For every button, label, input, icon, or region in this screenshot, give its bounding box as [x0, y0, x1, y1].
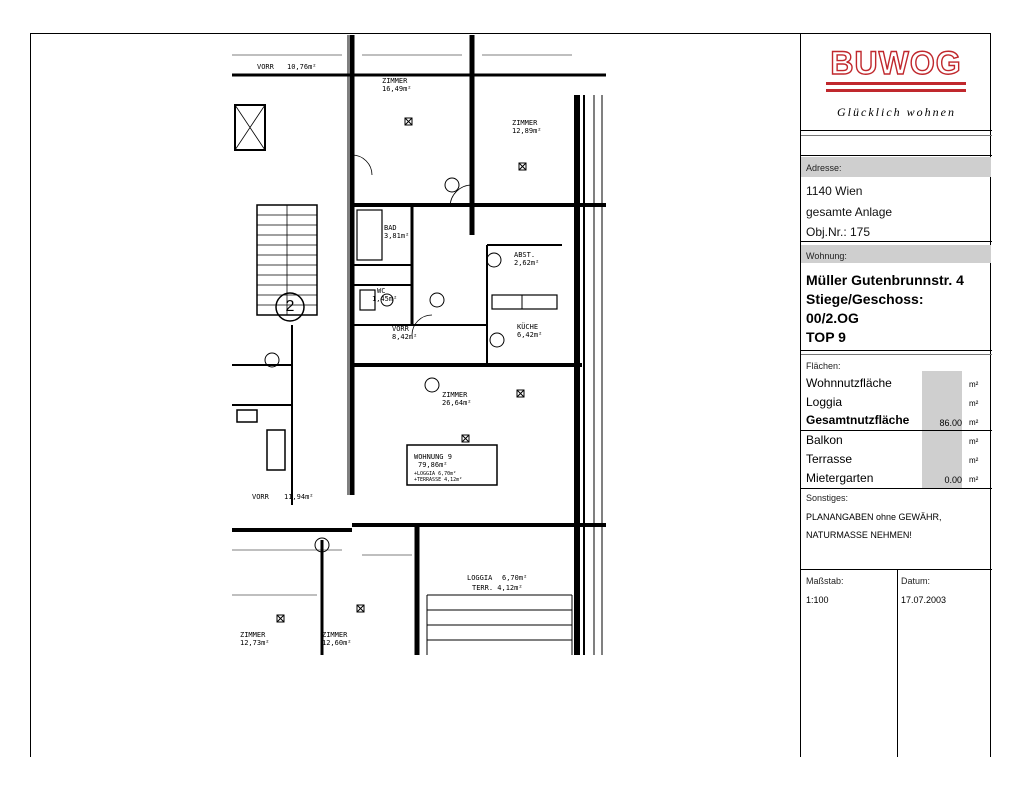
room-name: ZIMMER: [240, 631, 266, 639]
wohnung-line1: Müller Gutenbrunnstr. 4: [806, 272, 964, 288]
mietergarten-label: Mietergarten: [806, 471, 874, 485]
unit-area: 79,86m²: [418, 461, 448, 469]
drawing-sheet: [30, 33, 991, 757]
wohnnutzflaeche-unit: m²: [969, 380, 979, 389]
mietergarten-unit: m²: [969, 475, 979, 484]
room-area: 6,70m²: [502, 574, 527, 582]
room-area: 12,60m²: [322, 639, 352, 647]
room-area: 3,81m²: [384, 232, 409, 240]
terrasse-unit: m²: [969, 456, 979, 465]
room-area: 2,62m²: [514, 259, 539, 267]
room-area: 12,73m²: [240, 639, 270, 647]
room-name: BAD: [384, 224, 397, 232]
gesamtnutzflaeche-unit: m²: [969, 418, 979, 427]
gesamtnutzflaeche-value: 86.00: [939, 418, 962, 428]
unit-label: WOHNUNG 9: [414, 453, 452, 461]
adresse-line2: gesamte Anlage: [806, 205, 893, 219]
room-name: LOGGIA: [467, 574, 493, 582]
slogan: Glücklich wohnen: [837, 105, 956, 119]
room-name: ZIMMER: [322, 631, 348, 639]
room-area: 8,42m²: [392, 333, 417, 341]
balkon-label: Balkon: [806, 433, 843, 447]
room-name: KÜCHE: [517, 322, 538, 331]
terrace-label: TERR. 4,12m²: [472, 584, 523, 592]
room-area: 6,42m²: [517, 331, 542, 339]
wohnung-label: Wohnung:: [806, 251, 847, 261]
buwog-logo-mark: BUWOG: [826, 44, 966, 92]
unit-sub2: +TERRASSE 4,12m²: [414, 477, 462, 483]
room-name: ZIMMER: [382, 77, 408, 85]
unit-sub1: +LOGGIA 6,70m²: [414, 471, 456, 477]
room-area: 10,76m²: [287, 63, 317, 71]
flaechen-label: Flächen:: [806, 361, 841, 371]
room-name: VORR: [392, 325, 410, 333]
buwog-logo: BUWOG: [821, 40, 971, 100]
mietergarten-value: 0.00: [944, 475, 962, 485]
wohnung-line3: 00/2.OG: [806, 310, 859, 326]
room-name: WC: [377, 287, 385, 295]
room-area: 1,45m²: [372, 295, 397, 303]
loggia-unit: m²: [969, 399, 979, 408]
adresse-line1: 1140 Wien: [806, 184, 863, 198]
datum-value: 17.07.2003: [901, 595, 947, 605]
room-name: ABST.: [514, 251, 535, 259]
room-name: ZIMMER: [442, 391, 468, 399]
adresse-line3: Obj.Nr.: 175: [806, 225, 871, 239]
stair-number: 2: [286, 298, 295, 315]
room-area: 16,49m²: [382, 85, 412, 93]
datum-label: Datum:: [901, 576, 931, 586]
room-name: VORR: [257, 63, 275, 71]
sonstiges-line2: NATURMASSE NEHMEN!: [806, 530, 912, 540]
floor-plan-drawing: 2 ZIMMER 16,49m² ZIMMER 12,89m² VORR 10,…: [232, 35, 606, 655]
massstab-value: 1:100: [806, 595, 829, 605]
room-area: 12,89m²: [512, 127, 542, 135]
sonstiges-line1: PLANANGABEN ohne GEWÄHR,: [806, 512, 942, 522]
wohnung-line2: Stiege/Geschoss:: [806, 291, 924, 307]
logo-text: BUWOG: [830, 45, 961, 81]
balkon-unit: m²: [969, 437, 979, 446]
wohnung-line4: TOP 9: [806, 329, 846, 345]
floor-plan: 2 ZIMMER 16,49m² ZIMMER 12,89m² VORR 10,…: [232, 35, 606, 655]
room-name: ZIMMER: [512, 119, 538, 127]
loggia-label: Loggia: [806, 395, 843, 409]
room-area: 26,64m²: [442, 399, 472, 407]
room-area: 11,94m²: [284, 493, 314, 501]
gesamtnutzflaeche-label: Gesamtnutzfläche: [806, 413, 910, 427]
massstab-label: Maßstab:: [806, 576, 844, 586]
terrasse-label: Terrasse: [806, 452, 853, 466]
adresse-label: Adresse:: [806, 163, 842, 173]
wohnnutzflaeche-label: Wohnnutzfläche: [806, 376, 892, 390]
title-block: BUWOG Glücklich wohnen Adresse: 1140 Wie…: [800, 33, 992, 757]
room-name: VORR: [252, 493, 270, 501]
sonstiges-label: Sonstiges:: [806, 493, 849, 503]
